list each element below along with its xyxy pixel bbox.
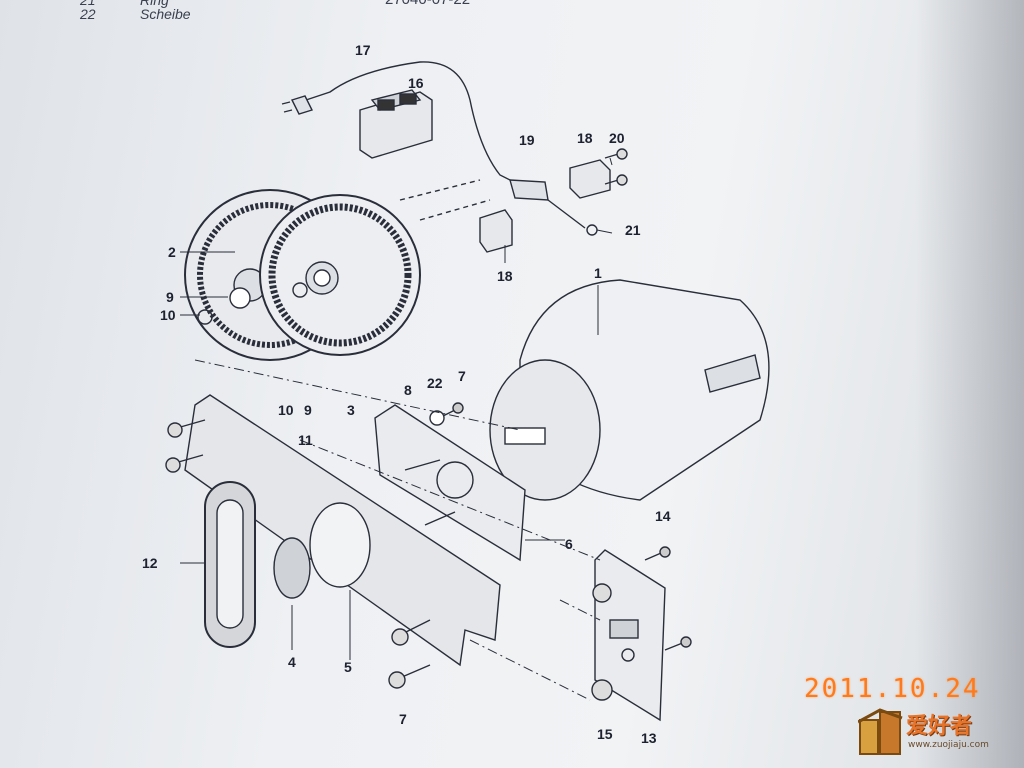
- watermark-url: www.zuojiaju.com: [908, 740, 989, 750]
- watermark-logo-icon: [857, 708, 903, 755]
- power-cord: [299, 61, 521, 186]
- header-row1-num: 21: [80, 0, 96, 8]
- callout-6: 6: [565, 536, 573, 552]
- callout-13: 13: [641, 730, 657, 746]
- callout-16: 16: [408, 75, 424, 91]
- callout-21: 21: [625, 222, 641, 238]
- callout-9-bottom: 9: [304, 402, 312, 418]
- page-edge-shadow: [915, 0, 1024, 768]
- ring-10a: [197, 309, 213, 325]
- callout-12: 12: [142, 555, 158, 571]
- callout-20: 20: [609, 130, 625, 146]
- header-row1-text: Ring: [140, 0, 169, 8]
- plate-6: [374, 404, 526, 562]
- callout-9-left: 9: [166, 289, 174, 305]
- callout-3: 3: [347, 402, 355, 418]
- header-row2-text: Scheibe: [140, 6, 191, 22]
- date-stamp: 2011.10.24: [804, 674, 981, 704]
- callout-7-top: 7: [458, 368, 466, 384]
- clamp-18-top: [569, 159, 611, 199]
- callout-2: 2: [168, 244, 176, 260]
- callout-10-left: 10: [160, 307, 176, 323]
- callout-18-top: 18: [577, 130, 593, 146]
- gear-3: [259, 194, 421, 356]
- callout-8: 8: [404, 382, 412, 398]
- watermark: 爱好者 www.zuojiaju.com: [857, 706, 1018, 764]
- callout-1: 1: [594, 265, 602, 281]
- callout-17: 17: [355, 42, 371, 58]
- callout-19: 19: [519, 132, 535, 148]
- pulley-4: [273, 537, 311, 599]
- callout-7-bottom: 7: [399, 711, 407, 727]
- header-row2-num: 22: [80, 6, 96, 22]
- plug: [291, 95, 313, 115]
- ring-10b: [292, 282, 308, 298]
- doc-code: 27040-07-22: [385, 0, 470, 8]
- callout-5: 5: [344, 659, 352, 675]
- sensor-19: [509, 179, 549, 201]
- callout-18-bottom: 18: [497, 268, 513, 284]
- callout-14: 14: [655, 508, 671, 524]
- callout-11: 11: [298, 432, 313, 448]
- watermark-text: 爱好者: [906, 714, 973, 739]
- clamp-18-bottom: [479, 209, 513, 253]
- callout-4: 4: [288, 654, 296, 670]
- callout-22: 22: [427, 375, 443, 391]
- callout-15: 15: [597, 726, 613, 742]
- callout-10-bottom: 10: [278, 402, 294, 418]
